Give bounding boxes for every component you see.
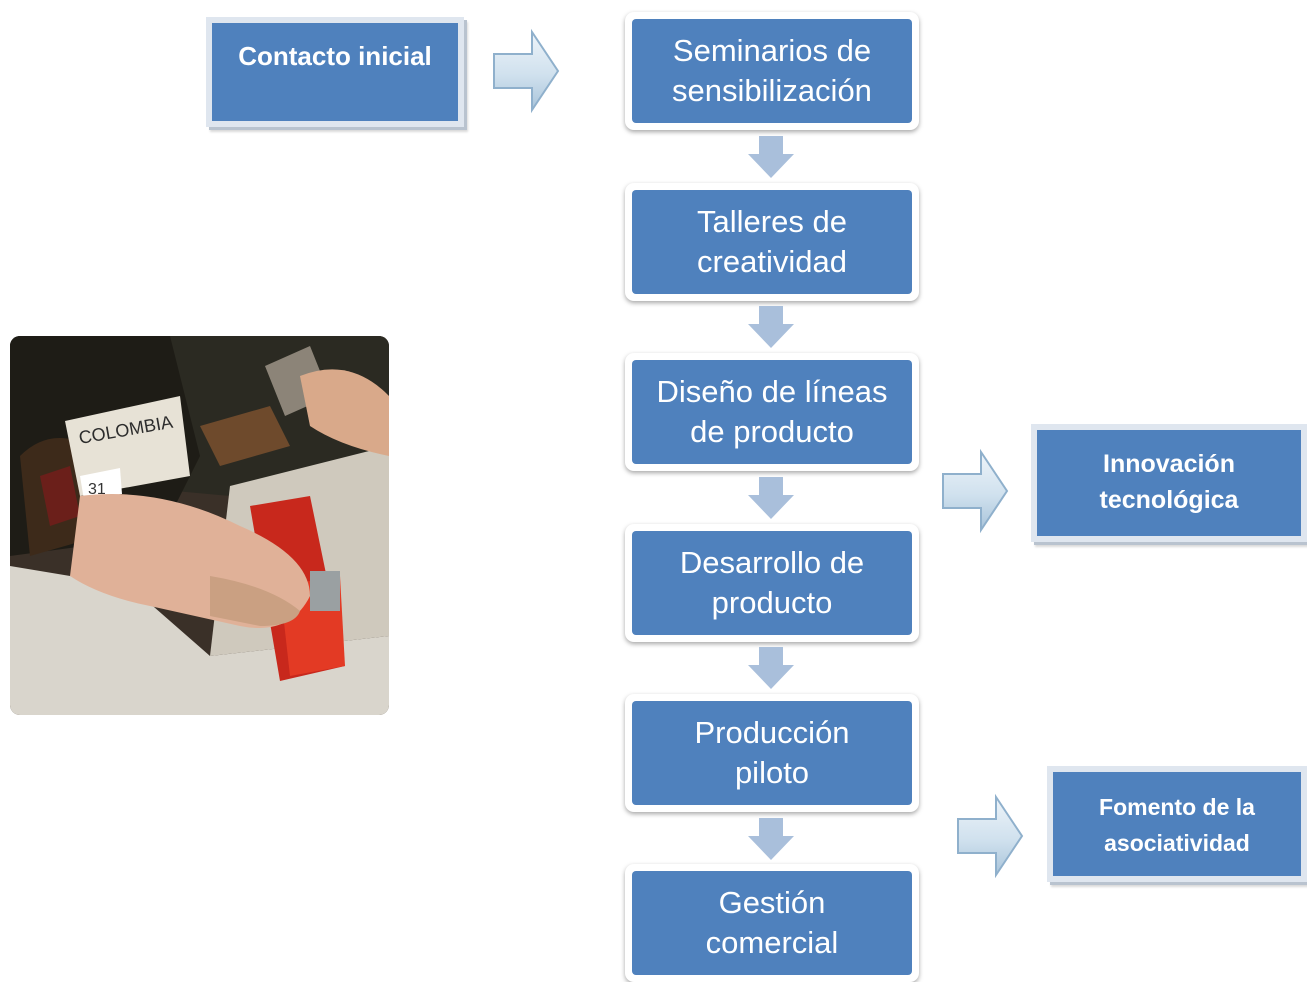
step-label-line1: Desarrollo de [679, 544, 865, 580]
step-label-line1: Diseño de líneas [656, 373, 888, 409]
artisan-photo: COLOMBIA 31 [10, 336, 389, 715]
step-talleres: Talleres de creatividad [625, 183, 919, 301]
fomento-label-line2: asociatividad [1104, 829, 1250, 856]
step-label-line2: producto [711, 585, 833, 620]
step-label-line2: comercial [705, 925, 839, 960]
down-arrow-icon [748, 477, 794, 519]
down-arrow-icon [748, 818, 794, 860]
step-label-line2: piloto [734, 755, 810, 790]
step-label-line1: Producción [694, 714, 850, 750]
step-label-line2: creatividad [697, 244, 847, 279]
right-arrow-icon [493, 28, 560, 114]
step-label-line2: de producto [690, 414, 854, 449]
step-diseno: Diseño de líneas de producto [625, 353, 919, 471]
step-gestion: Gestión comercial [625, 864, 919, 982]
step-produccion: Producción piloto [625, 694, 919, 812]
step-desarrollo: Desarrollo de producto [625, 524, 919, 642]
right-arrow-icon [957, 793, 1024, 879]
innovacion-label-line2: tecnológica [1099, 486, 1239, 515]
right-arrow-icon [942, 448, 1009, 534]
innovacion-label-line1: Innovación [1103, 450, 1235, 478]
contacto-inicial-box: Contacto inicial [206, 17, 464, 127]
down-arrow-icon [748, 306, 794, 348]
badge-number: 31 [88, 481, 106, 498]
step-label-line1: Seminarios de [672, 32, 872, 68]
step-label-line2: sensibilización [672, 73, 872, 108]
down-arrow-icon [748, 647, 794, 689]
down-arrow-icon [748, 136, 794, 178]
innovacion-tecnologica-box: Innovación tecnológica [1031, 424, 1307, 542]
fomento-asociatividad-box: Fomento de la asociatividad [1047, 766, 1307, 882]
step-seminarios: Seminarios de sensibilización [625, 12, 919, 130]
contacto-inicial-label: Contacto inicial [238, 41, 432, 71]
step-label-line1: Talleres de [697, 203, 847, 239]
fomento-label-line1: Fomento de la [1099, 794, 1255, 820]
step-label-line1: Gestión [718, 884, 826, 920]
